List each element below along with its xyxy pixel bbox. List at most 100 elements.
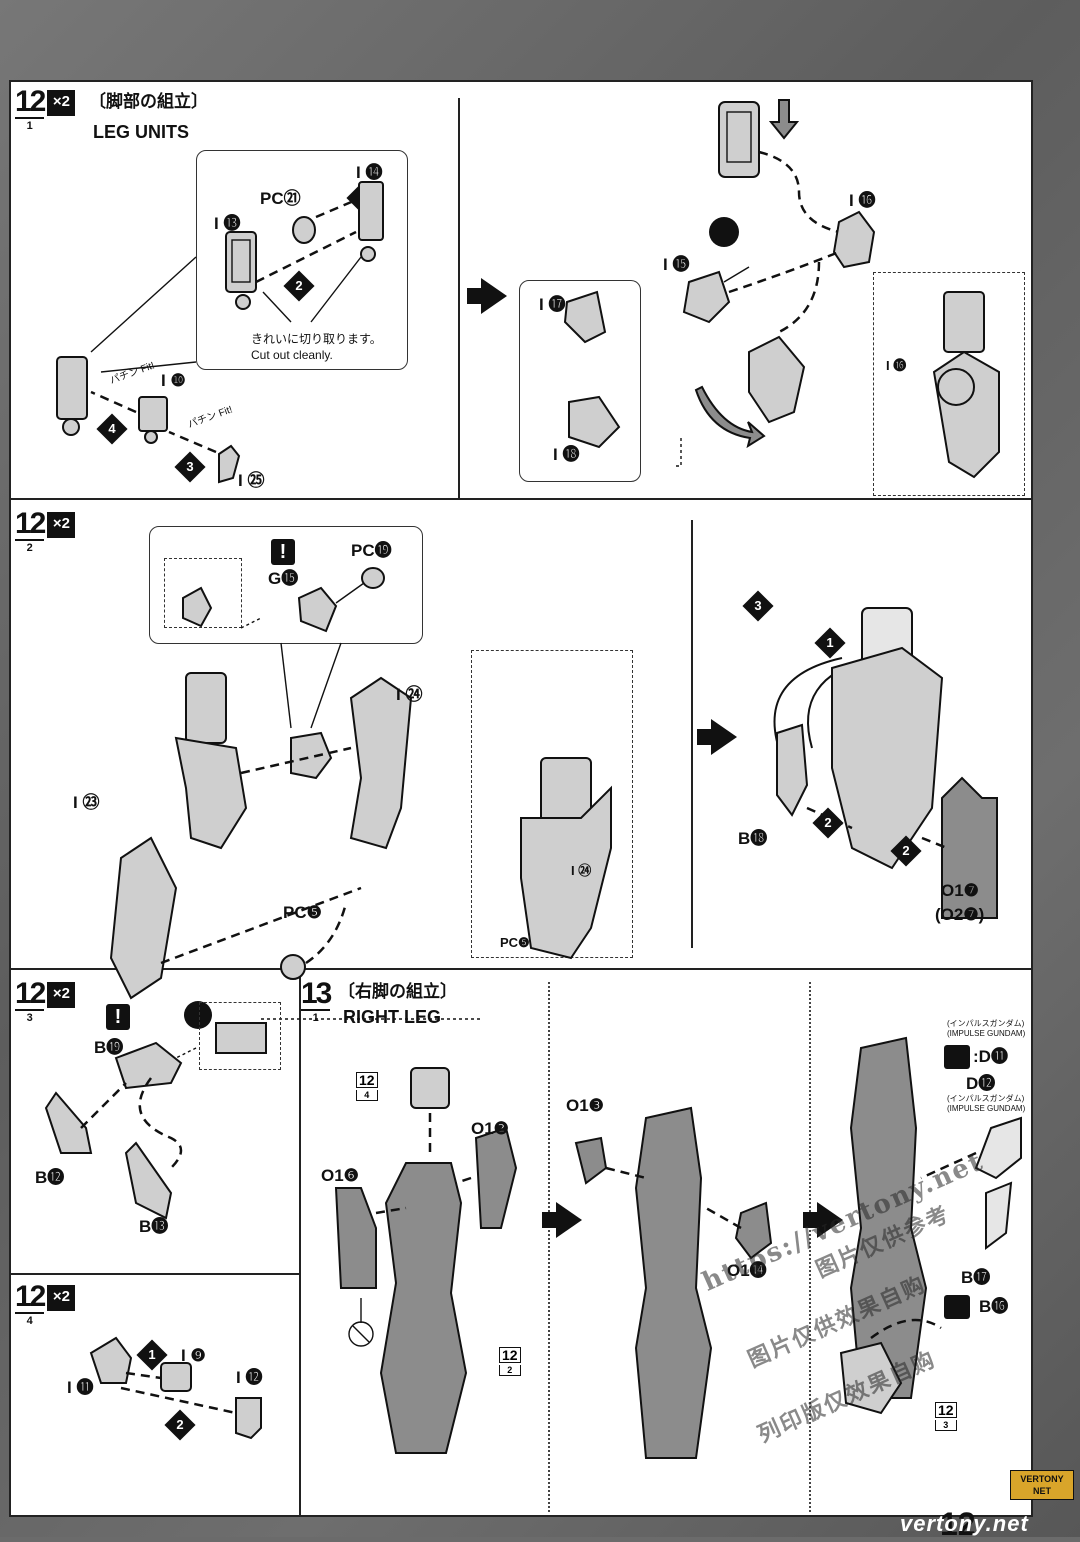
divider-row-2	[11, 968, 1031, 970]
label-b13: B⓭	[139, 1217, 169, 1236]
impulse-note-jp: (インパルスガンダム)	[947, 1094, 1025, 1103]
step-12-1-header: 12 1 ×2	[15, 85, 76, 132]
assembly-diagram-12-1b	[563, 99, 1000, 479]
order-marker: 4	[96, 413, 128, 445]
step-number: 12	[15, 85, 46, 118]
label-i16: I ⓰	[849, 191, 876, 210]
impulse-note-en: (IMPULSE GUNDAM)	[947, 1029, 1026, 1038]
label-o14: O1⓮	[727, 1261, 767, 1280]
caution-icon: !	[106, 1004, 130, 1030]
assembly-diagram-13-1a	[334, 1067, 518, 1454]
assembly-diagram-12-4	[89, 1336, 262, 1440]
impulse-note-en: (IMPULSE GUNDAM)	[947, 1104, 1026, 1113]
label-i14: I ⓮	[356, 163, 383, 182]
impulse-note-jp: (インパルスガンダム)	[947, 1019, 1025, 1028]
divider-13-a	[548, 982, 550, 1512]
label-pc19: PC⓳	[351, 541, 392, 560]
step-number: 12	[15, 507, 46, 540]
label-b16: B⓰	[979, 1297, 1009, 1316]
label-i13: I ⓭	[214, 214, 241, 233]
order-marker: 2	[164, 1409, 196, 1441]
label-o27: (O2❼)	[935, 905, 985, 924]
label-b18: B⓲	[738, 829, 768, 848]
divider-col-13	[299, 968, 301, 1517]
order-marker: 3	[742, 590, 774, 622]
substep-number: 2	[15, 539, 45, 554]
step-12-3-header: 12 3 ×2	[15, 977, 76, 1024]
label-i15: I ⓯	[663, 255, 690, 274]
label-o12: O1❷	[471, 1119, 509, 1138]
substep-number: 4	[15, 1312, 45, 1327]
step-title-jp: 〔右脚の組立〕	[338, 982, 457, 1001]
label-i17: I ⓱	[539, 295, 566, 314]
label-o17: O1❼	[941, 881, 979, 900]
label-i10: I ❿	[161, 371, 186, 390]
divider-row-1	[11, 498, 1031, 500]
order-marker: 2	[812, 807, 844, 839]
next-step-arrow	[697, 719, 737, 755]
step-12-2-header: 12 2 ×2	[15, 507, 76, 554]
label-d12: D⓬	[966, 1074, 996, 1093]
assembly-diagram-13-1c	[839, 1036, 1022, 1415]
next-step-arrow	[803, 1202, 843, 1238]
label-i16-detail: I ⓰	[886, 358, 907, 373]
page-number: 12	[940, 1506, 976, 1542]
label-b17: B⓱	[961, 1268, 991, 1287]
label-pc5-detail: PC❺	[500, 935, 530, 950]
order-marker: 3	[174, 451, 206, 483]
label-g15: G⓯	[268, 569, 299, 588]
next-step-arrow	[467, 278, 507, 314]
divider-12-3-4	[11, 1273, 301, 1275]
assembly-diagram-12-2b	[773, 607, 998, 919]
label-i12: I ⓬	[236, 1368, 263, 1387]
cut-note-en: Cut out cleanly.	[251, 348, 333, 362]
vertony-logo: VERTONY NET	[1010, 1470, 1074, 1500]
detail-view-box	[164, 558, 242, 628]
cut-note-jp: きれいに切り取ります。	[251, 332, 382, 346]
label-i11: I ⓫	[67, 1378, 94, 1397]
divider-13-b	[809, 982, 811, 1512]
quantity-badge: ×2	[47, 982, 76, 1008]
site-watermark: vertony.net	[900, 1511, 1029, 1536]
next-step-arrow	[542, 1202, 582, 1238]
instruction-page: 12 1 ×2 〔脚部の組立〕 LEG UNITS I ⓮ PC㉑ I ⓭ きれ…	[9, 80, 1033, 1517]
detail-view-box	[873, 272, 1025, 496]
divider-col-12-2	[691, 520, 693, 948]
order-marker: 2	[890, 835, 922, 867]
substep-number: 1	[301, 1009, 331, 1024]
step-13-1-header: 13 1	[301, 977, 332, 1024]
assembly-diagram-12-1a	[56, 181, 384, 484]
divider-col-12-1	[458, 98, 460, 498]
label-i24: I ㉔	[396, 685, 423, 704]
label-i25: I ㉕	[238, 471, 265, 490]
detail-view-box	[471, 650, 633, 958]
step-number: 13	[301, 977, 332, 1010]
label-o16: O1❻	[321, 1166, 359, 1185]
step-number: 12	[15, 977, 46, 1010]
label-pc5: PC❺	[283, 903, 322, 922]
quantity-badge: ×2	[47, 90, 76, 116]
label-b12: B⓬	[35, 1168, 65, 1187]
step-title-jp: 〔脚部の組立〕	[89, 92, 208, 111]
quantity-badge: ×2	[47, 512, 76, 538]
label-i24-detail: I ㉔	[571, 863, 592, 878]
step-title-en: RIGHT LEG	[343, 1007, 441, 1027]
step-12-4-header: 12 4 ×2	[15, 1282, 76, 1327]
assembly-diagram-12-3	[44, 1022, 267, 1220]
caution-icon: !	[271, 539, 295, 565]
substep-number: 3	[15, 1009, 45, 1024]
step-title-en: LEG UNITS	[93, 122, 190, 142]
swap-icon	[944, 1045, 970, 1069]
label-d11: :D⓫	[973, 1047, 1008, 1066]
label-b19: B⓳	[94, 1038, 124, 1057]
detail-view-box	[199, 1002, 281, 1070]
order-marker: 1	[814, 627, 846, 659]
label-i18: I ⓲	[553, 445, 580, 464]
assembly-diagram-13-1b	[574, 1106, 773, 1459]
substep-number: 1	[15, 117, 45, 132]
label-pc21: PC㉑	[260, 189, 301, 208]
label-o13: O1❸	[566, 1096, 604, 1115]
label-i23: I ㉓	[73, 793, 100, 812]
assembly-diagram-12-2a	[109, 567, 612, 1029]
